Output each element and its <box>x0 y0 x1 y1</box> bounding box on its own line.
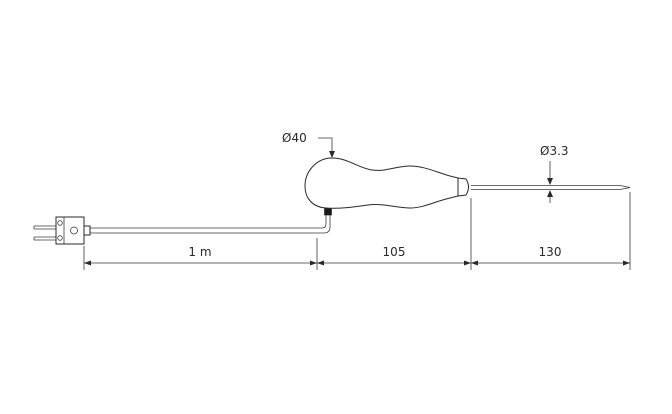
thermocouple-connector <box>33 216 91 245</box>
handle-length-label: 105 <box>383 245 406 259</box>
probe-shaft <box>471 185 631 190</box>
dim-arrow-3-left <box>471 260 478 266</box>
connector-strain-relief <box>83 225 91 236</box>
extension-lines <box>83 192 631 270</box>
handle-diameter-arrow <box>329 151 335 158</box>
dim-arrow-2-right <box>464 260 471 266</box>
dim-arrow-1-right <box>310 260 317 266</box>
connector-screw-bottom <box>57 235 63 241</box>
handle-diameter-leader <box>318 137 333 152</box>
handle-collar <box>457 177 469 197</box>
shaft-tip <box>619 185 631 190</box>
dim-arrow-1-left <box>84 260 91 266</box>
tip-diameter-callout: Ø3.3 <box>540 144 569 203</box>
cable-line-top <box>90 212 327 229</box>
handle <box>304 157 469 209</box>
handle-diameter-callout: Ø40 <box>282 131 335 158</box>
dim-arrow-3-right <box>623 260 630 266</box>
dim-arrow-2-left <box>317 260 324 266</box>
cable-length-label: 1 m <box>188 245 211 259</box>
dimension-line: 1 m 105 130 <box>84 245 630 266</box>
tip-diameter-label: Ø3.3 <box>540 144 569 158</box>
tip-diameter-arrow-top <box>547 178 553 185</box>
handle-outline <box>304 157 459 209</box>
connector-body <box>55 216 85 245</box>
tip-diameter-arrow-bottom <box>547 190 553 197</box>
handle-diameter-label: Ø40 <box>282 131 307 145</box>
connector-screw-top <box>57 220 63 226</box>
probe-length-label: 130 <box>539 245 562 259</box>
cable <box>90 205 332 234</box>
connector-cable-entry <box>70 226 78 235</box>
cable-line-bottom <box>90 212 331 234</box>
